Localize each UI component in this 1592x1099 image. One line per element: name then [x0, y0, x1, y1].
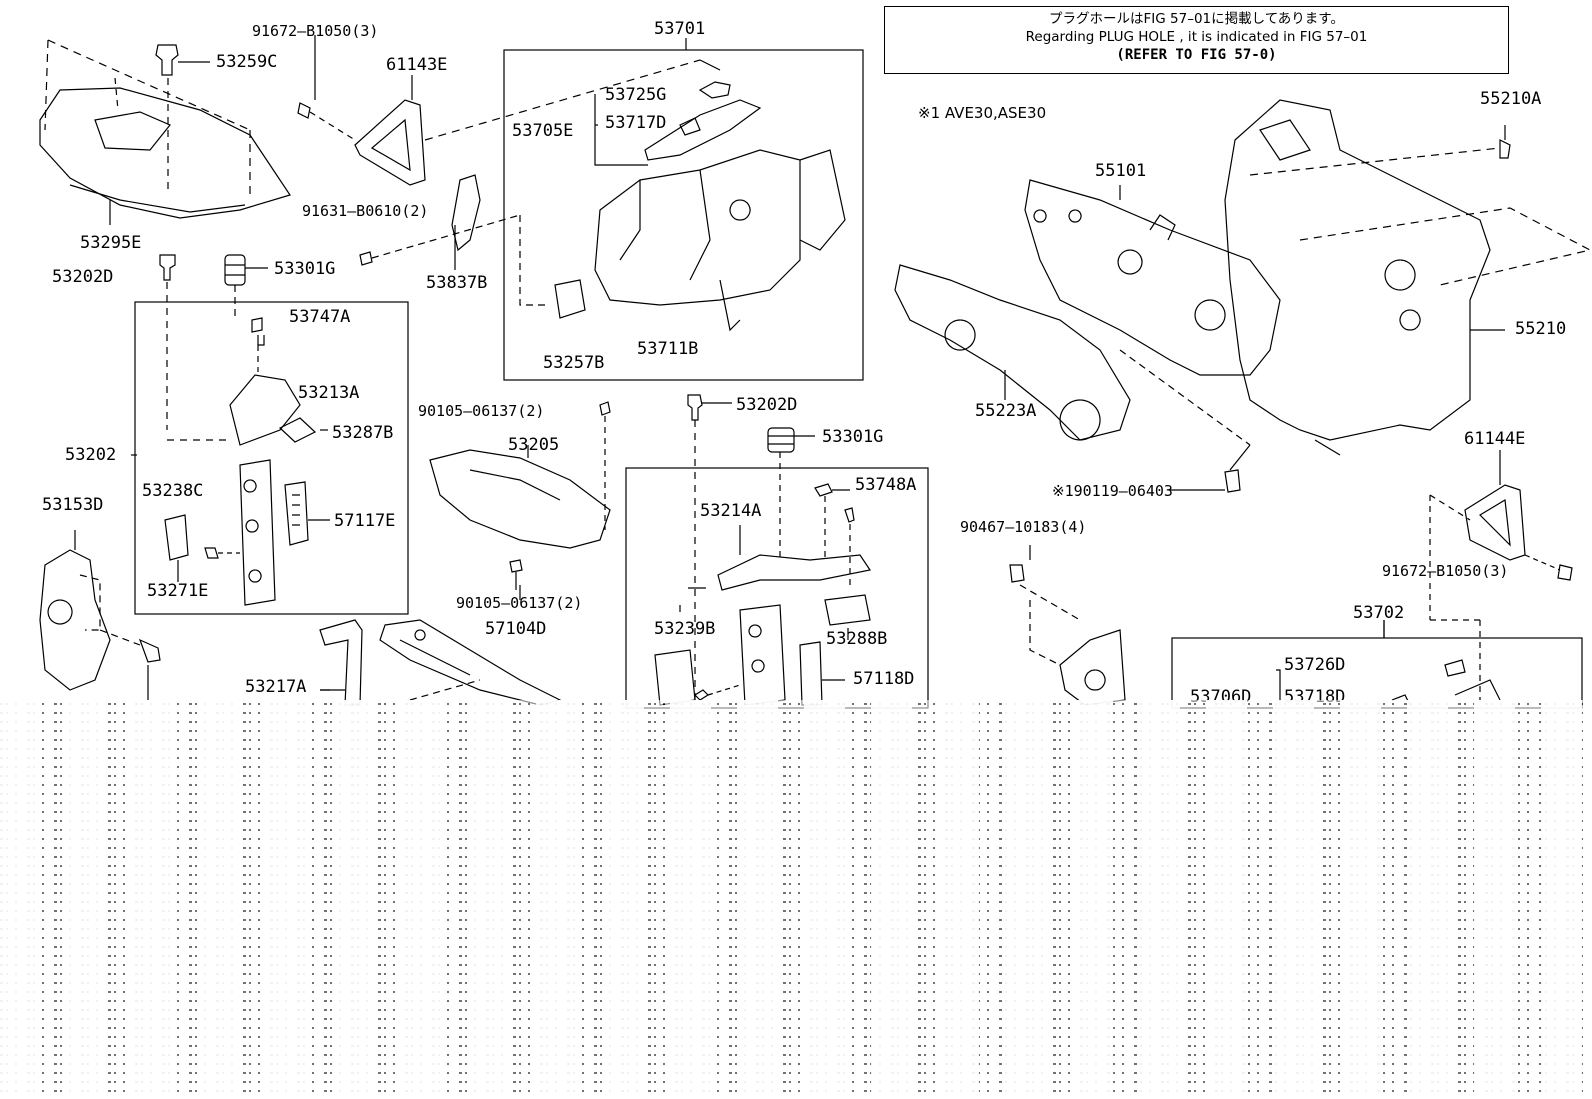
label-53288b[interactable]: 53288B — [826, 629, 888, 649]
part-53257b — [554, 279, 586, 319]
note-line-en: Regarding PLUG HOLE , it is indicated in… — [1025, 29, 1368, 45]
label-53701[interactable]: 53701 — [654, 19, 706, 39]
part-53837b — [359, 174, 550, 306]
label-53202d-mid[interactable]: 53202D — [736, 395, 798, 415]
label-53153d[interactable]: 53153D — [42, 495, 104, 515]
label-57104d[interactable]: 57104D — [485, 619, 547, 639]
label-53214a[interactable]: 53214A — [700, 501, 762, 521]
label-61143e[interactable]: 61143E — [386, 55, 448, 75]
label-90105-06137-bottom[interactable]: 90105–06137(2) — [456, 594, 583, 612]
part-53725g — [679, 81, 731, 136]
label-55210a[interactable]: 55210A — [1480, 89, 1542, 109]
label-53259c[interactable]: 53259C — [216, 52, 278, 72]
part-53205 — [429, 401, 611, 590]
label-53238c[interactable]: 53238C — [142, 481, 204, 501]
label-55223a[interactable]: 55223A — [975, 401, 1037, 421]
label-53205[interactable]: 53205 — [508, 435, 560, 455]
label-91672-b1050-top[interactable]: 91672–B1050(3) — [252, 22, 379, 40]
label-91672-b1050-right[interactable]: 91672–B1050(3) — [1382, 562, 1509, 580]
label-91631-b0610[interactable]: 91631–B0610(2) — [302, 202, 429, 220]
label-53287b[interactable]: 53287B — [332, 423, 394, 443]
note-line-refer: (REFER TO FIG 57-0) — [1116, 47, 1277, 63]
label-53702[interactable]: 53702 — [1353, 603, 1405, 623]
label-53717d[interactable]: 53717D — [605, 113, 667, 133]
label-55101[interactable]: 55101 — [1095, 161, 1147, 181]
label-53239b[interactable]: 53239B — [654, 619, 716, 639]
leader-lines — [131, 35, 1385, 691]
part-53217a — [319, 619, 363, 706]
label-53748a[interactable]: 53748A — [855, 475, 917, 495]
part-53213a — [164, 317, 330, 606]
part-53295e-undercover — [39, 39, 291, 225]
label-90467-10183[interactable]: 90467–10183(4) — [960, 518, 1087, 536]
part-55101-dash — [1024, 179, 1281, 493]
label-53257b[interactable]: 53257B — [543, 353, 605, 373]
part-55223a — [894, 264, 1131, 441]
label-57117e[interactable]: 57117E — [334, 511, 396, 531]
note-line-jp: プラグホールはFIG 57–01に掲載してあります。 — [1049, 11, 1344, 27]
part-55210-insulator — [1224, 99, 1592, 456]
label-53213a[interactable]: 53213A — [298, 383, 360, 403]
part-53259c-clip — [155, 44, 210, 195]
part-53202d-left — [159, 254, 230, 441]
group-box-53701 — [503, 49, 864, 381]
label-53271e[interactable]: 53271E — [147, 581, 209, 601]
label-53202[interactable]: 53202 — [65, 445, 117, 465]
label-53725g[interactable]: 53725G — [605, 85, 667, 105]
label-90105-06137-top[interactable]: 90105–06137(2) — [418, 402, 545, 420]
obscured-region-overlay — [0, 700, 1592, 1099]
group-box-53202 — [134, 301, 409, 615]
label-53295e[interactable]: 53295E — [80, 233, 142, 253]
label-57118d[interactable]: 57118D — [853, 669, 915, 689]
label-55210[interactable]: 55210 — [1515, 319, 1567, 339]
label-53726d[interactable]: 53726D — [1284, 655, 1346, 675]
label-61144e[interactable]: 61144E — [1464, 429, 1526, 449]
part-53705e — [594, 94, 762, 166]
part-90467-bracket — [1009, 545, 1126, 706]
part-61143e-bracket — [297, 59, 721, 186]
label-53837b[interactable]: 53837B — [426, 273, 488, 293]
part-53711b-apron — [594, 149, 846, 332]
footnote-ave30: ※1 AVE30,ASE30 — [918, 104, 1047, 122]
plug-hole-note: プラグホールはFIG 57–01に掲載してあります。 Regarding PLU… — [884, 6, 1509, 74]
label-53747a[interactable]: 53747A — [289, 307, 351, 327]
label-53301g-left[interactable]: 53301G — [274, 259, 336, 279]
label-53705e[interactable]: 53705E — [512, 121, 574, 141]
part-53153d — [39, 530, 161, 700]
label-53301g-mid[interactable]: 53301G — [822, 427, 884, 447]
label-53711b[interactable]: 53711B — [637, 339, 699, 359]
label-90119-06403[interactable]: ※190119–06403 — [1052, 482, 1173, 500]
part-61144e-bracket — [1429, 450, 1573, 700]
part-53301g-left — [224, 254, 268, 320]
label-53202d-left[interactable]: 53202D — [52, 267, 114, 287]
label-53217a[interactable]: 53217A — [245, 677, 307, 697]
